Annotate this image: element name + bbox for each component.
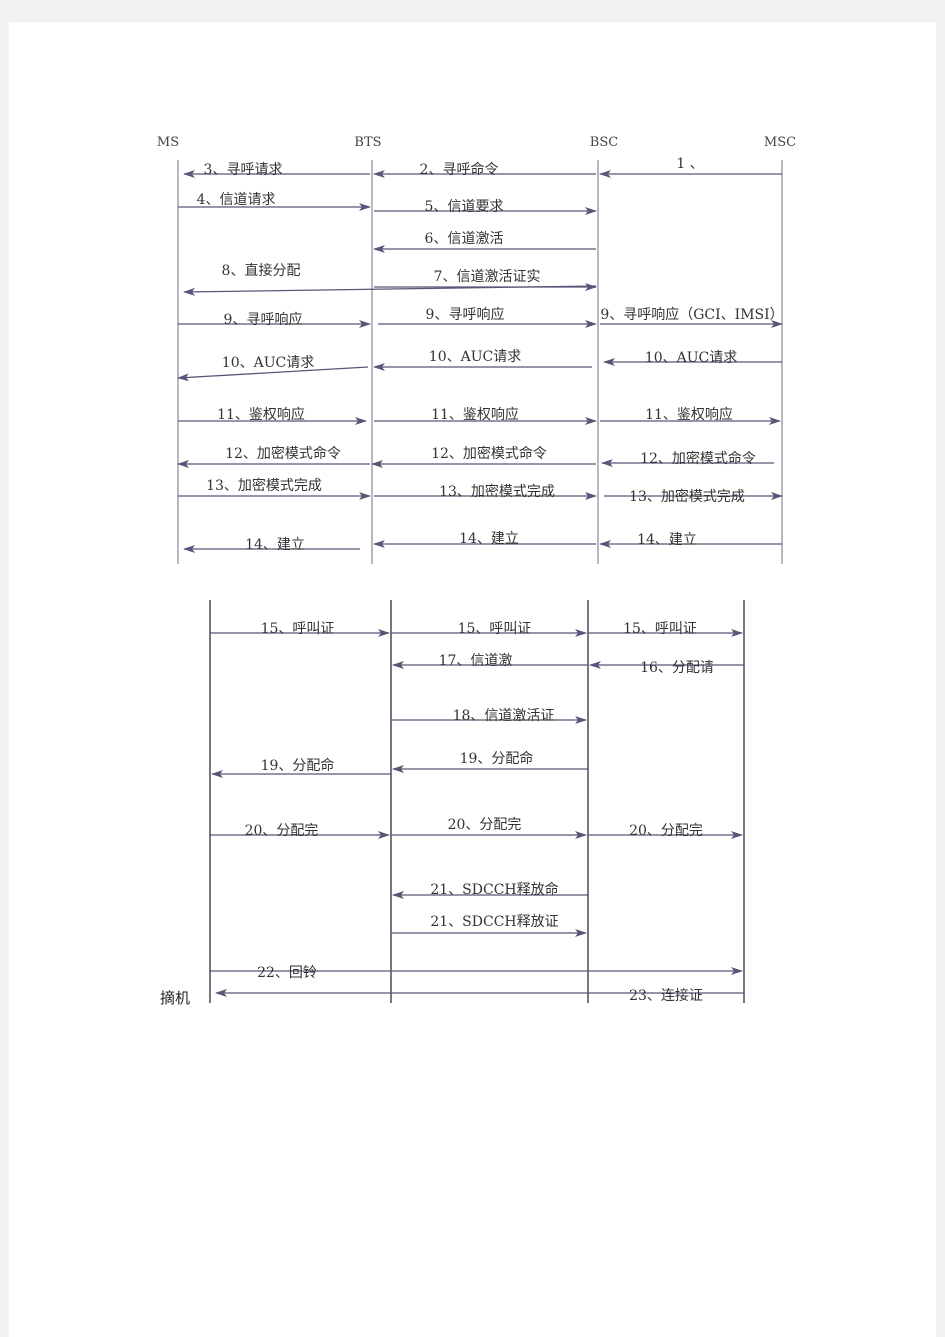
setup-message-label: 2、寻呼命令 bbox=[420, 161, 499, 178]
entity-label-ms: MS bbox=[157, 135, 179, 150]
setup-message-label: 10、AUC请求 bbox=[645, 350, 737, 366]
setup-message-label: 11、鉴权响应 bbox=[431, 406, 519, 423]
call-setup-diagram: MS BTS BSC MSC 1 、 2、寻呼命令 3、寻呼请求 4、信道请求 5、信道要求 6、… bbox=[157, 135, 796, 564]
completion-message-label: 15、呼叫证 bbox=[261, 621, 335, 637]
setup-message-label: 12、加密模式命令 bbox=[640, 450, 756, 467]
setup-message-label: 6、信道激活 bbox=[425, 230, 504, 247]
completion-message-label: 19、分配命 bbox=[261, 757, 335, 774]
setup-message-arrow bbox=[183, 285, 597, 296]
setup-message-label: 11、鉴权响应 bbox=[645, 406, 733, 423]
setup-message-label: 11、鉴权响应 bbox=[217, 406, 305, 423]
setup-message-label: 10、AUC请求 bbox=[429, 349, 521, 365]
setup-message-label: 1 、 bbox=[676, 156, 703, 172]
completion-message-label: 18、信道激活证 bbox=[453, 707, 555, 724]
completion-message-label: 21、SDCCH释放证 bbox=[430, 914, 558, 930]
setup-message-label: 4、信道请求 bbox=[197, 192, 276, 208]
setup-message-label: 8、直接分配 bbox=[222, 262, 301, 279]
setup-message-label: 7、信道激活证实 bbox=[434, 268, 541, 285]
completion-message-label: 15、呼叫证 bbox=[623, 621, 697, 637]
completion-message-label: 20、分配完 bbox=[629, 823, 703, 839]
setup-message-label: 5、信道要求 bbox=[425, 199, 504, 215]
entity-label-bts: BTS bbox=[354, 135, 381, 150]
setup-message-label: 13、加密模式完成 bbox=[206, 477, 322, 494]
setup-message-label: 10、AUC请求 bbox=[222, 355, 314, 371]
setup-message-label: 3、寻呼请求 bbox=[204, 162, 283, 178]
completion-message-label: 21、SDCCH释放命 bbox=[430, 881, 558, 898]
setup-message-label: 12、加密模式命令 bbox=[431, 445, 547, 462]
completion-message-label: 20、分配完 bbox=[448, 817, 522, 833]
entity-label-bsc: BSC bbox=[590, 135, 618, 150]
completion-message-label: 19、分配命 bbox=[460, 750, 534, 767]
setup-message-label: 14、建立 bbox=[637, 532, 697, 548]
completion-message-label: 16、分配请 bbox=[640, 660, 714, 676]
setup-message-arrow bbox=[177, 366, 369, 382]
setup-message-label: 14、建立 bbox=[459, 531, 519, 547]
setup-message-label: 12、加密模式命令 bbox=[225, 445, 341, 462]
completion-message-label: 22、回铃 bbox=[257, 965, 317, 981]
completion-message-label: 15、呼叫证 bbox=[458, 621, 532, 637]
setup-message-label: 13、加密模式完成 bbox=[439, 483, 555, 500]
setup-message-label: 14、建立 bbox=[245, 537, 305, 553]
entity-label-msc: MSC bbox=[764, 135, 796, 150]
call-completion-diagram: 15、呼叫证 15、呼叫证 15、呼叫证 17、信道激 16、分配请 18、信道激活证 19… bbox=[160, 600, 745, 1007]
setup-message-label: 9、寻呼响应 bbox=[426, 306, 505, 323]
completion-message-label: 23、连接证 bbox=[629, 987, 703, 1004]
completion-message-label: 20、分配完 bbox=[245, 823, 319, 839]
setup-message-label: 9、寻呼响应（GCI、IMSI） bbox=[600, 306, 783, 323]
setup-message-label: 13、加密模式完成 bbox=[629, 488, 745, 505]
setup-message-label: 9、寻呼响应 bbox=[224, 311, 303, 328]
off-hook-label: 摘机 bbox=[160, 989, 190, 1007]
completion-message-label: 17、信道激 bbox=[439, 652, 513, 669]
